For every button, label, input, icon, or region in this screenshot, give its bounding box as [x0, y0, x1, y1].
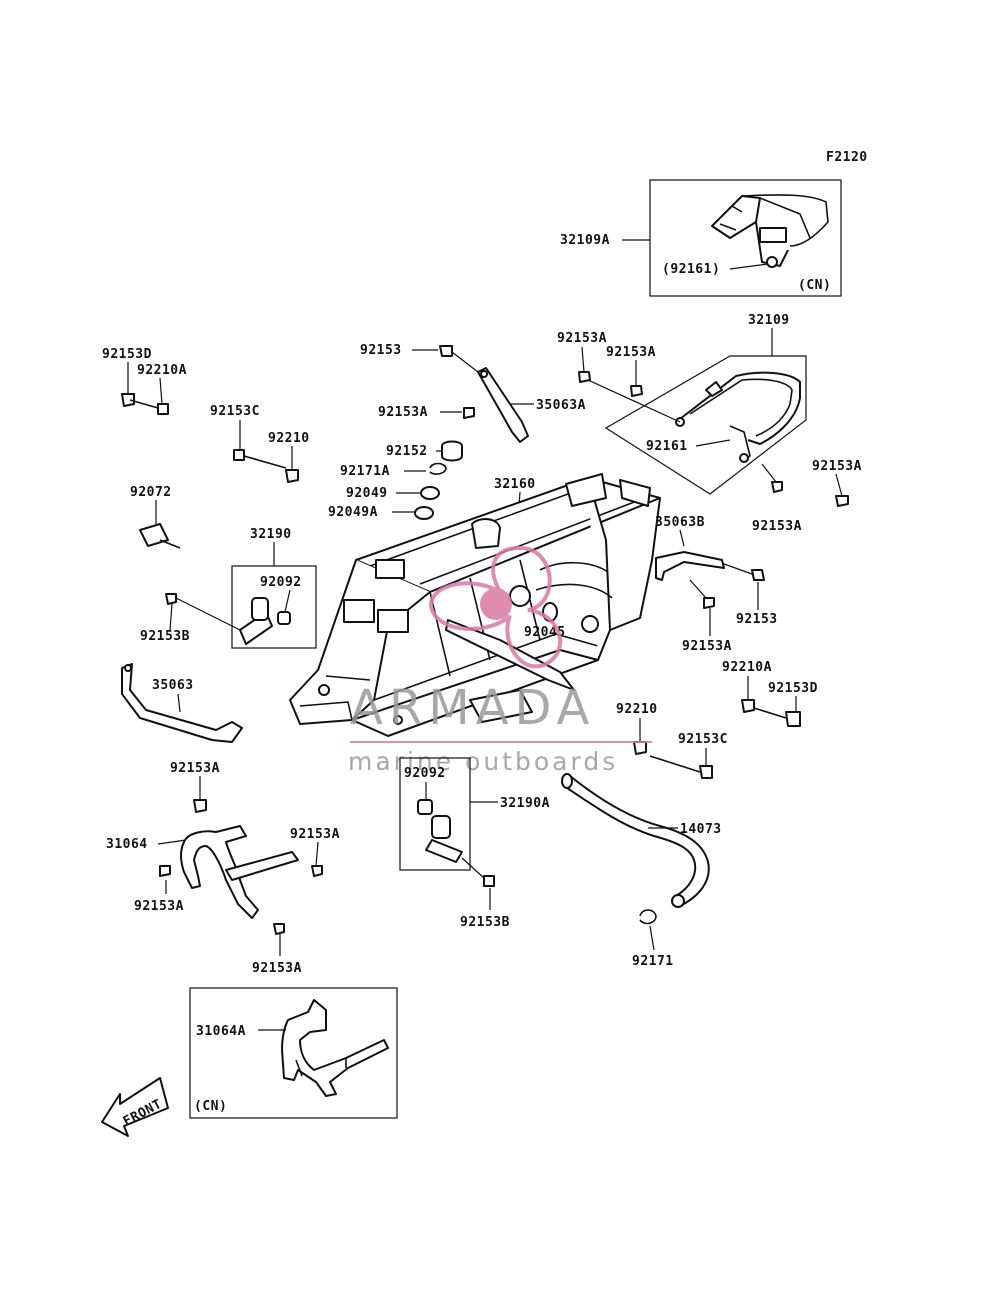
- pipe-14073-part: [561, 773, 710, 908]
- label-92092-b: 92092: [404, 766, 446, 781]
- label-35063A: 35063A: [536, 398, 586, 413]
- stay-35063A-part: [477, 367, 529, 443]
- band-92072-part: [139, 523, 181, 549]
- label-32160: 32160: [494, 477, 536, 492]
- label-92153D-b: 92153D: [768, 681, 818, 696]
- watermark-brand: ARMADA: [350, 680, 595, 736]
- engine-mount-32190-part: [239, 597, 291, 645]
- label-92153-r: 92153: [736, 612, 778, 627]
- label-31064A: 31064A: [196, 1024, 246, 1039]
- stay-35063-part: [121, 663, 243, 743]
- label-92153A-a: 92153A: [557, 331, 607, 346]
- label-35063B: 35063B: [655, 515, 705, 530]
- label-92153C-b: 92153C: [678, 732, 728, 747]
- label-92171A: 92171A: [340, 464, 390, 479]
- label-31064: 31064: [106, 837, 148, 852]
- label-32109: 32109: [748, 313, 790, 328]
- label-92161: 92161: [646, 439, 688, 454]
- label-92161-cn: (92161): [662, 262, 720, 277]
- label-92152: 92152: [386, 444, 428, 459]
- label-14073: 14073: [680, 822, 722, 837]
- inset-box-32109A: [649, 179, 842, 297]
- label-32109A: 32109A: [560, 233, 610, 248]
- inset-box-31064A: [189, 987, 398, 1119]
- label-92153A-g: 92153A: [170, 761, 220, 776]
- label-92153-top: 92153: [360, 343, 402, 358]
- mount-box-32190: [231, 565, 317, 649]
- watermark-tagline: marine outboards: [348, 747, 618, 776]
- label-92092-a: 92092: [260, 575, 302, 590]
- label-32190: 32190: [250, 527, 292, 542]
- label-92153B-b: 92153B: [460, 915, 510, 930]
- label-92210A-b: 92210A: [722, 660, 772, 675]
- label-92153A-f: 92153A: [682, 639, 732, 654]
- label-92153B-a: 92153B: [140, 629, 190, 644]
- mount-box-32190A: [399, 757, 471, 871]
- label-92153C-a: 92153C: [210, 404, 260, 419]
- label-92210-b: 92210: [616, 702, 658, 717]
- label-92153A-j: 92153A: [252, 961, 302, 976]
- label-92049: 92049: [346, 486, 388, 501]
- label-92153A-h: 92153A: [290, 827, 340, 842]
- label-92210A-a: 92210A: [137, 363, 187, 378]
- engine-mount-32190A-part: [417, 799, 463, 863]
- label-35063: 35063: [152, 678, 194, 693]
- label-92171: 92171: [632, 954, 674, 969]
- label-92153A-c: 92153A: [812, 459, 862, 474]
- label-92072: 92072: [130, 485, 172, 500]
- stay-35063B-part: [655, 551, 725, 581]
- armada-watermark: ARMADA marine outboards: [348, 545, 652, 776]
- rear-carrier-part: [675, 371, 801, 463]
- label-92153A-e: 92153A: [378, 405, 428, 420]
- front-arrow-icon: FRONT: [101, 1077, 169, 1137]
- label-cn-top: (CN): [798, 278, 831, 293]
- rear-carrier-group-box: [604, 355, 807, 495]
- label-92049A: 92049A: [328, 505, 378, 520]
- label-92153A-b: 92153A: [606, 345, 656, 360]
- figure-code: F2120: [826, 150, 868, 165]
- guard-31064A-cn-part: [281, 999, 389, 1097]
- clamp-92171: [639, 909, 657, 925]
- label-92210-a: 92210: [268, 431, 310, 446]
- rear-carrier-cn-part: [711, 194, 829, 268]
- label-cn-bottom: (CN): [194, 1099, 227, 1114]
- label-92153A-d: 92153A: [752, 519, 802, 534]
- label-92153A-i: 92153A: [134, 899, 184, 914]
- main-frame-part: [289, 473, 661, 737]
- label-92153D-a: 92153D: [102, 347, 152, 362]
- label-32190A: 32190A: [500, 796, 550, 811]
- guard-31064-part: [180, 825, 299, 919]
